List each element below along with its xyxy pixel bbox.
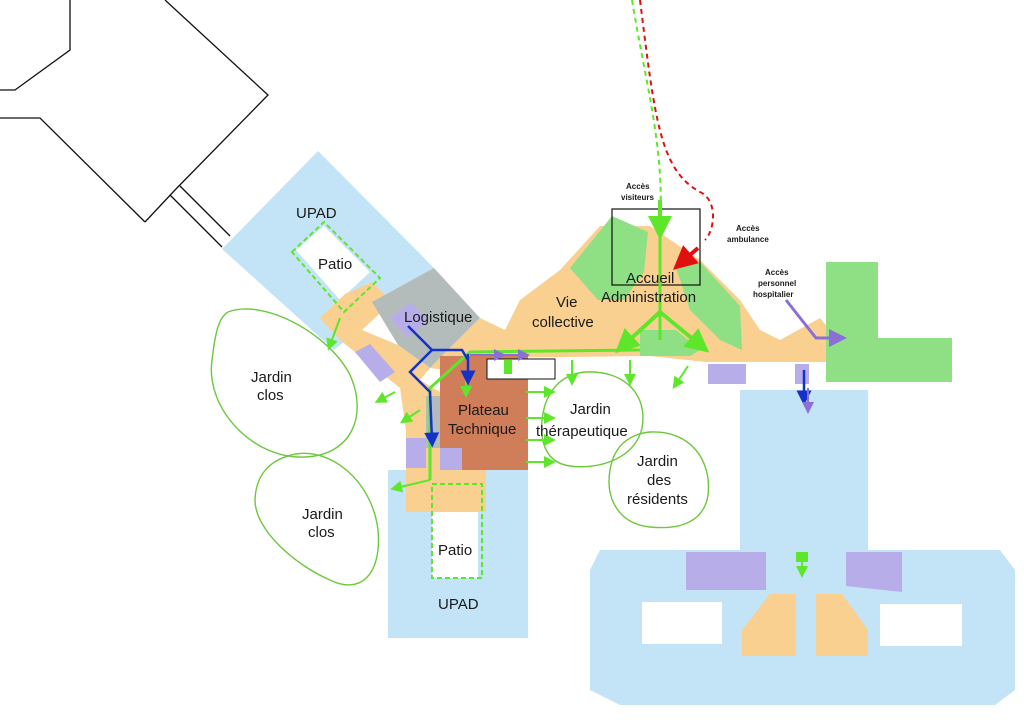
- visitor-box-marker: [504, 360, 512, 374]
- label-logistique: Logistique: [404, 309, 472, 326]
- hospital-staff-1: [708, 364, 746, 384]
- label-acces-personnel-1: Accès: [765, 268, 789, 277]
- label-jardin-therap-1: Jardin: [570, 401, 611, 418]
- logistique-staff: [390, 302, 428, 338]
- hospital-connector: [740, 390, 868, 550]
- lower-spine-staff: [406, 438, 426, 468]
- lower-spine-staff-2: [440, 448, 462, 470]
- jardin-clos-2-outline: [254, 452, 380, 586]
- label-patio-top: Patio: [318, 256, 352, 273]
- ambulance-path-line: [639, 0, 714, 241]
- patio-bottom: [432, 512, 478, 578]
- arrow-staff-icon: [784, 299, 847, 347]
- accueil-garden-1: [570, 216, 648, 300]
- staff-flows: [470, 299, 847, 414]
- jardin-residents-outline: [608, 431, 710, 529]
- label-jardin-clos-2b: clos: [308, 524, 335, 541]
- label-upad-top: UPAD: [296, 205, 337, 222]
- label-acces-visiteurs-2: visiteurs: [621, 193, 654, 202]
- jardin-therapeutique-outline: [540, 371, 644, 468]
- accueil-garden-2: [676, 262, 742, 350]
- arrow-logistics-icon: [408, 349, 440, 448]
- label-upad-bottom: UPAD: [438, 596, 479, 613]
- jardin-clos-1-outline: [210, 308, 358, 458]
- label-accueil-2: Administration: [601, 289, 696, 306]
- label-jardin-clos-1a: Jardin: [251, 369, 292, 386]
- upad-top-corridor: [340, 330, 430, 388]
- staff-building: [826, 262, 952, 382]
- upad-top-staff: [355, 344, 395, 382]
- label-jardin-res-3: résidents: [627, 491, 688, 508]
- hospital-white-gap: [796, 594, 816, 656]
- label-patio-bottom: Patio: [438, 542, 472, 559]
- hospital-staff-2: [795, 364, 809, 384]
- label-jardin-clos-2a: Jardin: [302, 506, 343, 523]
- hospital-common-right: [816, 594, 868, 656]
- label-plateau-1: Plateau: [458, 402, 509, 419]
- label-acces-visiteurs-1: Accès: [626, 182, 650, 191]
- label-plateau-2: Technique: [448, 421, 516, 438]
- label-accueil-1: Accueil: [626, 270, 674, 287]
- patio-bottom-outline: [431, 483, 483, 579]
- plateau-technique-room: [486, 358, 556, 380]
- hospital-staff-left: [686, 552, 766, 590]
- label-acces-personnel-2: personnel: [758, 279, 796, 288]
- accueil-administration-frame: [611, 208, 701, 286]
- hospital-visitor-marker: [796, 552, 808, 562]
- lower-spine-grey: [426, 396, 440, 448]
- logistics-flows: [407, 325, 812, 448]
- hospital-room-right: [880, 604, 962, 646]
- upad-bottom-common: [406, 470, 486, 512]
- label-jardin-res-1: Jardin: [637, 453, 678, 470]
- label-acces-personnel-3: hospitalier: [753, 290, 793, 299]
- existing-building: [0, 0, 269, 248]
- label-vie-2: collective: [532, 314, 594, 331]
- label-vie-1: Vie: [556, 294, 577, 311]
- visitor-path-line: [631, 0, 662, 225]
- hospital-room-left: [642, 602, 722, 644]
- arrow-ambulance-icon: [672, 245, 700, 270]
- label-jardin-therap-2: thérapeutique: [536, 423, 628, 440]
- patio-top-outline: [290, 220, 382, 314]
- hospital-staff-right: [846, 552, 902, 592]
- vie-collective-zone: [505, 270, 600, 345]
- label-jardin-clos-1b: clos: [257, 387, 284, 404]
- label-acces-ambulance-1: Accès: [736, 224, 760, 233]
- patio-top: [296, 226, 370, 300]
- hospital-common-left: [742, 594, 796, 656]
- label-jardin-res-2: des: [647, 472, 671, 489]
- label-acces-ambulance-2: ambulance: [727, 235, 769, 244]
